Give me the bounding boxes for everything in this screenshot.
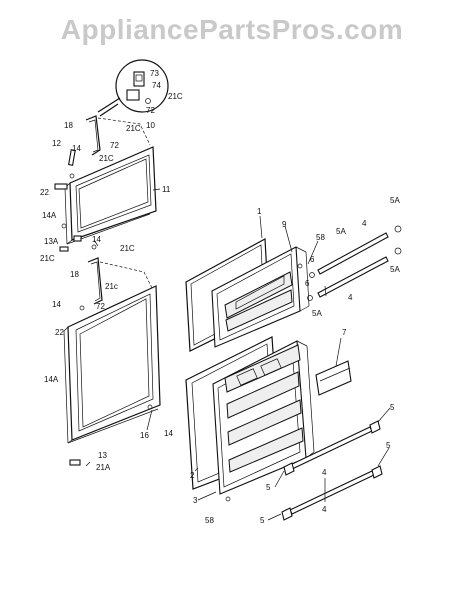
callout-21c: 21c	[105, 282, 118, 291]
callout-6: 6	[310, 255, 315, 264]
callout-58: 58	[316, 233, 325, 242]
callout-18: 18	[64, 121, 73, 130]
callout-5: 5	[390, 403, 395, 412]
callout-73: 73	[150, 69, 159, 78]
callout-4: 4	[322, 505, 327, 514]
callout-5: 5	[266, 483, 271, 492]
callout-21C: 21C	[40, 254, 55, 263]
upper-door-rails	[307, 225, 402, 301]
callout-5A: 5A	[312, 309, 322, 318]
callout-5: 5	[260, 516, 265, 525]
refrigerator-door-panel	[63, 244, 161, 467]
callout-58: 58	[205, 516, 214, 525]
callout-21A: 21A	[96, 463, 111, 472]
callout-16: 16	[140, 431, 149, 440]
callout-2: 2	[190, 471, 195, 480]
callout-5: 5	[386, 441, 391, 450]
callout-5A: 5A	[390, 196, 400, 205]
callout-14: 14	[164, 429, 173, 438]
callout-6: 6	[305, 279, 310, 288]
callout-22: 22	[40, 188, 49, 197]
callout-14A: 14A	[44, 375, 59, 384]
freezer-door-panel	[54, 115, 157, 252]
hinge-detail-magnifier	[97, 59, 169, 117]
callout-12: 12	[52, 139, 61, 148]
callout-72: 72	[96, 302, 105, 311]
callout-14: 14	[92, 235, 101, 244]
watermark: AppliancePartsPros.com	[60, 14, 404, 45]
callout-21C: 21C	[120, 244, 135, 253]
callout-18: 18	[70, 270, 79, 279]
callout-9: 9	[282, 220, 287, 229]
callout-72: 72	[146, 106, 155, 115]
refrigerator-door-liner	[212, 340, 315, 495]
callout-labels: 73 74 72 21C 18 21C 72 10 12 14 21C 11 2…	[40, 69, 400, 525]
callout-5A: 5A	[336, 227, 346, 236]
callout-14A: 14A	[42, 211, 57, 220]
callout-21c: 21C	[99, 154, 114, 163]
lower-door-rails	[281, 420, 383, 521]
callout-4: 4	[348, 293, 353, 302]
callout-14: 14	[52, 300, 61, 309]
callout-21c: 21C	[168, 92, 183, 101]
callout-5A: 5A	[390, 265, 400, 274]
callout-11: 11	[162, 185, 171, 194]
callout-10: 10	[146, 121, 155, 130]
callout-1: 1	[257, 207, 262, 216]
callout-4: 4	[322, 468, 327, 477]
callout-21c: 21C	[126, 124, 141, 133]
leader-lines	[146, 188, 391, 521]
dairy-door-bin	[315, 360, 352, 396]
callout-3: 3	[193, 496, 198, 505]
callout-74: 74	[152, 81, 161, 90]
callout-22: 22	[55, 328, 64, 337]
freezer-door-liner	[211, 246, 310, 348]
callout-13: 13	[98, 451, 107, 460]
callout-14: 14	[72, 144, 81, 153]
callout-72: 72	[110, 141, 119, 150]
callout-4: 4	[362, 219, 367, 228]
callout-7: 7	[342, 328, 347, 337]
callout-13A: 13A	[44, 237, 59, 246]
